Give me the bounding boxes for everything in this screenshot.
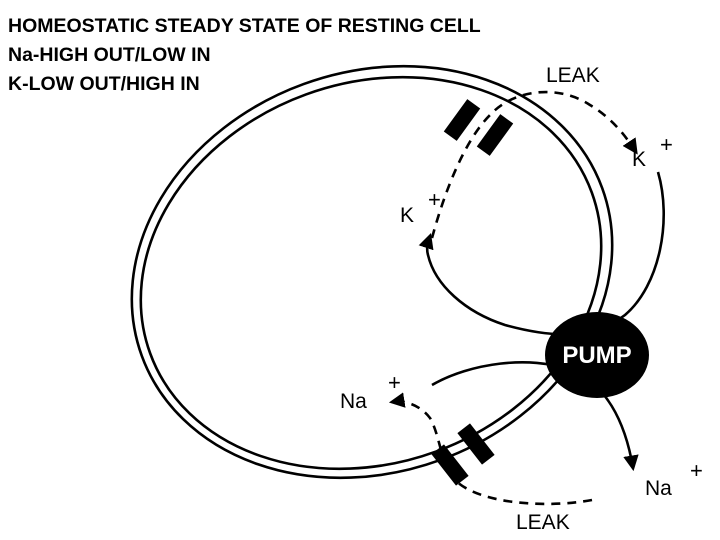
leak-label-bottom: LEAK [516,511,570,534]
pump: PUMP [545,312,649,398]
pump-label: PUMP [562,342,631,369]
na-channel-block-right [457,423,495,465]
na-channel-block-left [431,444,469,486]
k-leak-arrow [430,90,638,239]
title-line-2: Na-HIGH OUT/LOW IN [8,44,211,66]
k-channel-block-right [476,114,514,156]
na-inside-label: Na [340,390,367,413]
na-leak-channel [431,423,495,486]
na-leak-arrow [388,392,593,506]
na-outside-plus: + [690,458,703,483]
na-inside-plus: + [388,370,401,395]
k-outside-label: K [632,148,646,171]
pump-body [545,312,649,398]
k-inside-plus: + [428,187,441,212]
k-inside-label: K [400,204,414,227]
k-channel-block-left [443,99,481,141]
leak-label-top: LEAK [546,64,600,87]
k-leak-channel [443,99,514,156]
title-line-1: HOMEOSTATIC STEADY STATE OF RESTING CELL [8,15,481,37]
k-pump-arrow [418,171,665,336]
title-line-3: K-LOW OUT/HIGH IN [8,73,200,95]
na-outside-label: Na [645,477,672,500]
k-outside-plus: + [660,132,673,157]
